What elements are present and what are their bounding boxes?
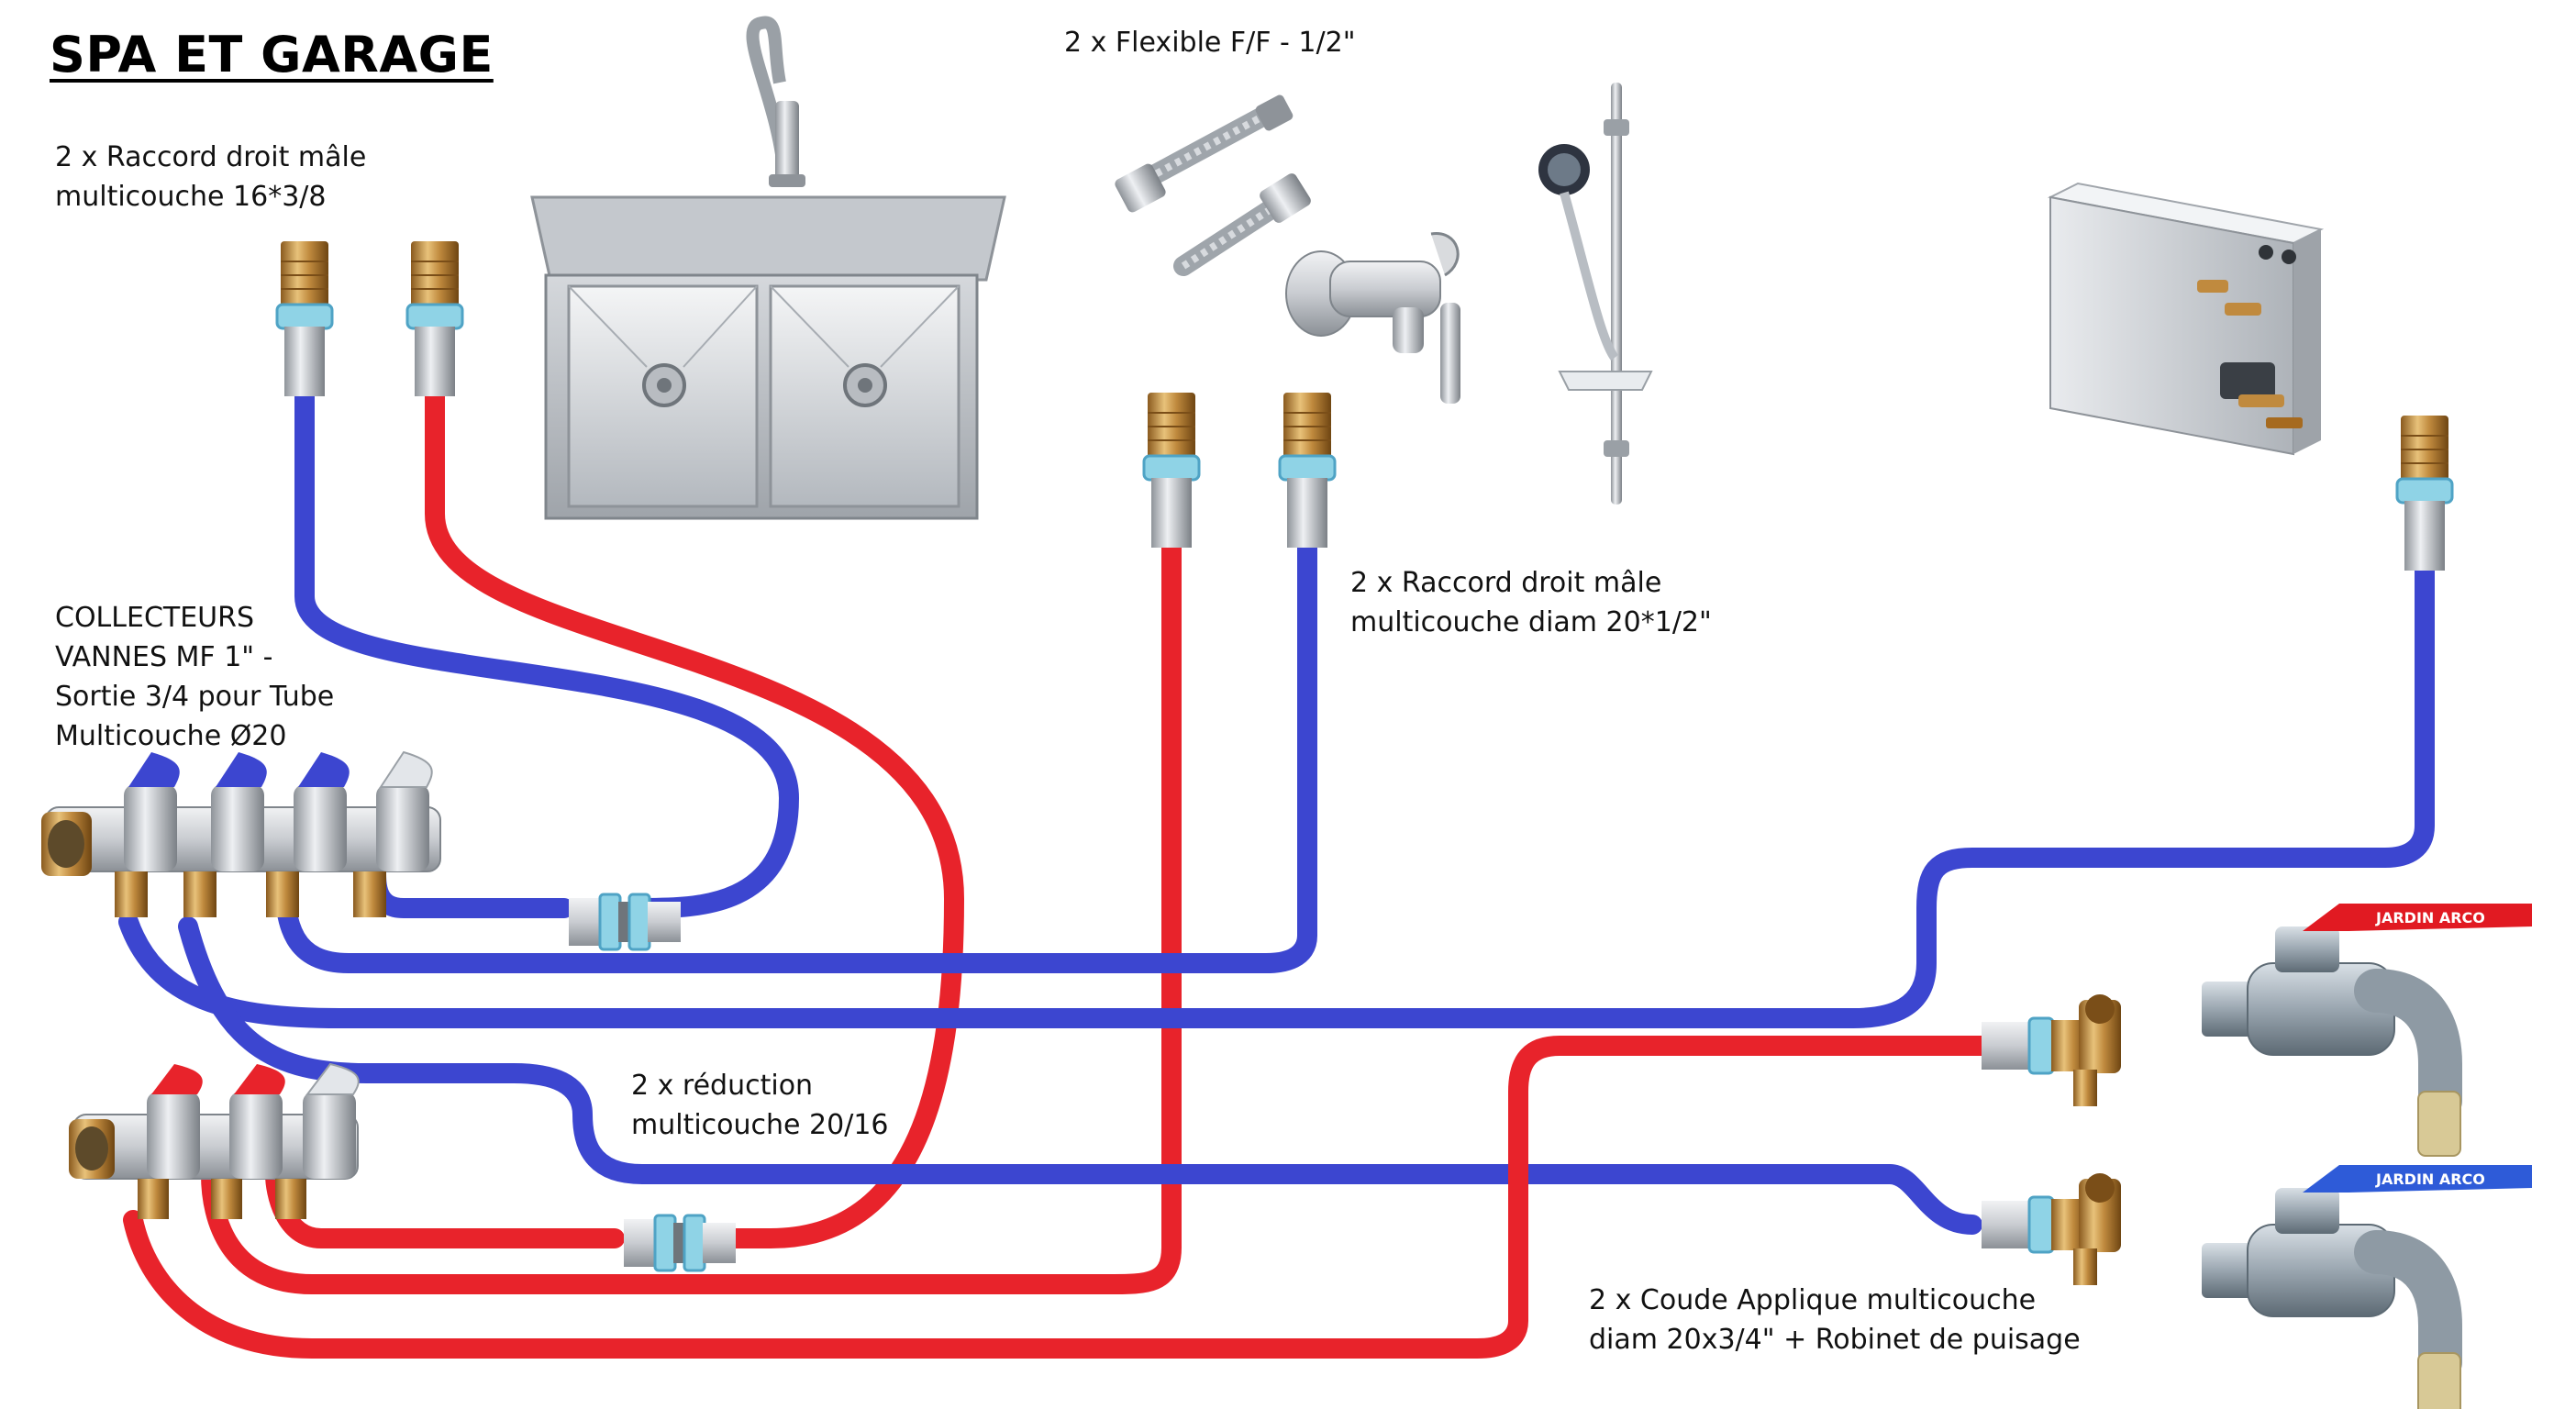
elbow-fitting-icon (1982, 994, 2121, 1285)
label-line: multicouche 20/16 (631, 1109, 889, 1141)
flexible-hose-icon (1115, 94, 1311, 276)
page-title: SPA ET GARAGE (50, 26, 494, 83)
shower-set-icon (1538, 83, 1653, 505)
label-raccord-20: 2 x Raccord droit mâle multicouche diam … (1350, 563, 1712, 642)
cold-pipe-spa-loop (294, 380, 799, 918)
garden-tap-icon: JARDIN ARCO JARDIN ARCO (2202, 904, 2532, 1409)
hot-pipe-spa-loop (425, 380, 964, 1248)
tap-handle-label: JARDIN ARCO (2375, 1170, 2485, 1188)
male-fitting-icon (275, 241, 2454, 571)
faucet-icon (746, 16, 805, 187)
shower-mixer-icon (1285, 232, 1460, 404)
label-collecteurs: COLLECTEURS VANNES MF 1" - Sortie 3/4 po… (55, 598, 334, 756)
label-line: 2 x réduction (631, 1070, 814, 1102)
label-line: 2 x Flexible F/F - 1/2" (1064, 27, 1356, 59)
label-line: multicouche 16*3/8 (55, 181, 327, 213)
label-line: 2 x Raccord droit mâle (1350, 567, 1662, 599)
label-line: Sortie 3/4 pour Tube (55, 681, 335, 713)
cold-pipe-garden-tap (178, 916, 1982, 1235)
label-reduction: 2 x réduction multicouche 20/16 (631, 1066, 889, 1145)
cold-pipe-steam (118, 545, 2435, 1028)
tap-handle-label: JARDIN ARCO (2375, 909, 2485, 926)
label-line: 2 x Coude Applique multicouche (1589, 1284, 2037, 1316)
steam-generator-icon (2047, 182, 2325, 456)
cold-pipe-reduction-link (366, 861, 574, 918)
sink-icon (530, 16, 1006, 520)
label-flexible: 2 x Flexible F/F - 1/2" (1064, 23, 1356, 62)
manifold-icon (41, 750, 441, 1219)
hot-pipe-garden-tap (123, 1036, 1992, 1359)
label-line: multicouche diam 20*1/2" (1350, 606, 1712, 638)
label-raccord-16: 2 x Raccord droit mâle multicouche 16*3/… (55, 138, 366, 216)
label-line: COLLECTEURS (55, 602, 255, 634)
reduction-fitting-icon (569, 893, 736, 1272)
hot-pipe-reduction-link (265, 1164, 625, 1248)
label-coude: 2 x Coude Applique multicouche diam 20x3… (1589, 1281, 2081, 1359)
label-line: VANNES MF 1" - (55, 641, 273, 673)
label-line: 2 x Raccord droit mâle (55, 141, 367, 173)
label-line: diam 20x3/4" + Robinet de puisage (1589, 1324, 2081, 1356)
pipes (118, 380, 2435, 1359)
label-line: Multicouche Ø20 (55, 720, 287, 752)
